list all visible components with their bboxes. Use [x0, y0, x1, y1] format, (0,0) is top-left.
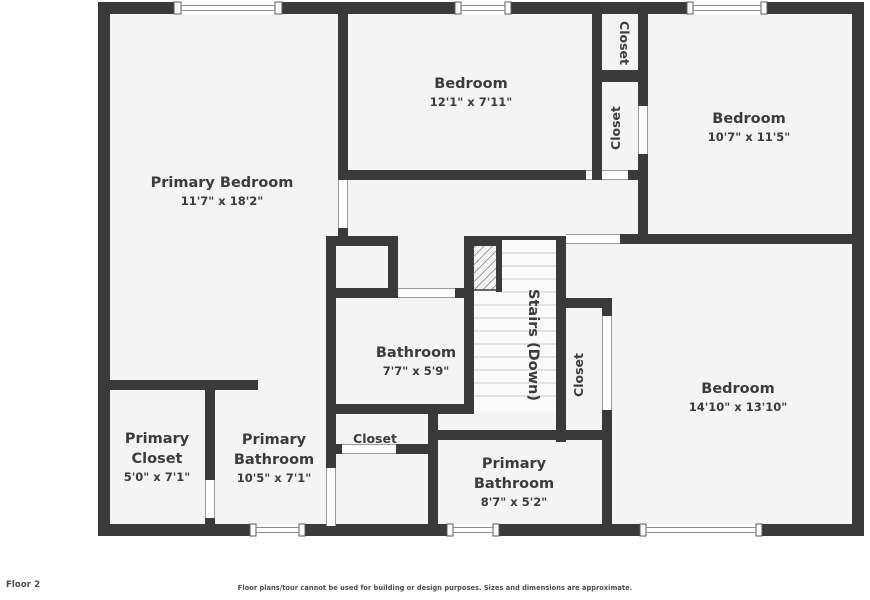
windows	[173, 1, 768, 537]
room-dim-primary-closet: 5'0" x 7'1"	[124, 470, 190, 484]
room-dim-primary-bathroom-center: 8'7" x 5'2"	[481, 495, 547, 509]
room-label-bedroom-right-bottom: Bedroom	[701, 381, 774, 397]
room-label-primary-bathroom-left-line2: Bathroom	[234, 452, 314, 468]
window-bottom-center	[446, 523, 500, 537]
room-label-primary-bathroom-center-line1: Primary	[482, 456, 547, 472]
room-label-primary-closet-line2: Closet	[132, 451, 183, 467]
closet-label-center: Closet	[353, 431, 397, 446]
window-bottom-bedroom-right	[639, 523, 763, 537]
room-label-primary-bathroom-center-line2: Bathroom	[474, 476, 554, 492]
room-label-bathroom: Bathroom	[376, 345, 456, 361]
closet-label-top-2: Closet	[608, 106, 623, 150]
room-dim-bathroom: 7'7" x 5'9"	[383, 364, 449, 378]
stairs-label: Stairs (Down)	[525, 289, 541, 401]
window-top-primary-bedroom	[173, 1, 283, 15]
room-label-bedroom-right-top: Bedroom	[712, 111, 785, 127]
room-dim-bedroom-right-bottom: 14'10" x 13'10"	[689, 400, 787, 414]
window-bottom-primary-bathroom	[249, 523, 306, 537]
room-labels: Primary Bedroom 11'7" x 18'2" Bedroom 12…	[124, 76, 790, 509]
room-dim-primary-bathroom-left: 10'5" x 7'1"	[237, 471, 311, 485]
room-dim-bedroom-right-top: 10'7" x 11'5"	[708, 130, 790, 144]
disclaimer-text: Floor plans/tour cannot be used for buil…	[237, 584, 633, 592]
stair-treads	[474, 240, 556, 412]
window-top-bedroom-front	[454, 1, 512, 15]
room-dim-bedroom-front: 12'1" x 7'11"	[430, 95, 512, 109]
room-label-bedroom-front: Bedroom	[434, 76, 507, 92]
floor-label: Floor 2	[6, 580, 41, 590]
closet-label-top-1: Closet	[617, 21, 632, 65]
closet-labels: Closet Closet Closet Closet	[353, 21, 632, 446]
room-label-primary-bathroom-left-line1: Primary	[242, 432, 307, 448]
window-top-bedroom-right	[686, 1, 768, 15]
closet-label-right-mid: Closet	[571, 353, 586, 397]
stairs-label-group: Stairs (Down)	[525, 289, 541, 401]
room-dim-primary-bedroom: 11'7" x 18'2"	[181, 194, 263, 208]
room-label-primary-closet-line1: Primary	[125, 431, 190, 447]
stairs-hatch-block	[471, 239, 499, 291]
room-label-primary-bedroom: Primary Bedroom	[151, 175, 294, 191]
interior-walls	[104, 2, 864, 536]
